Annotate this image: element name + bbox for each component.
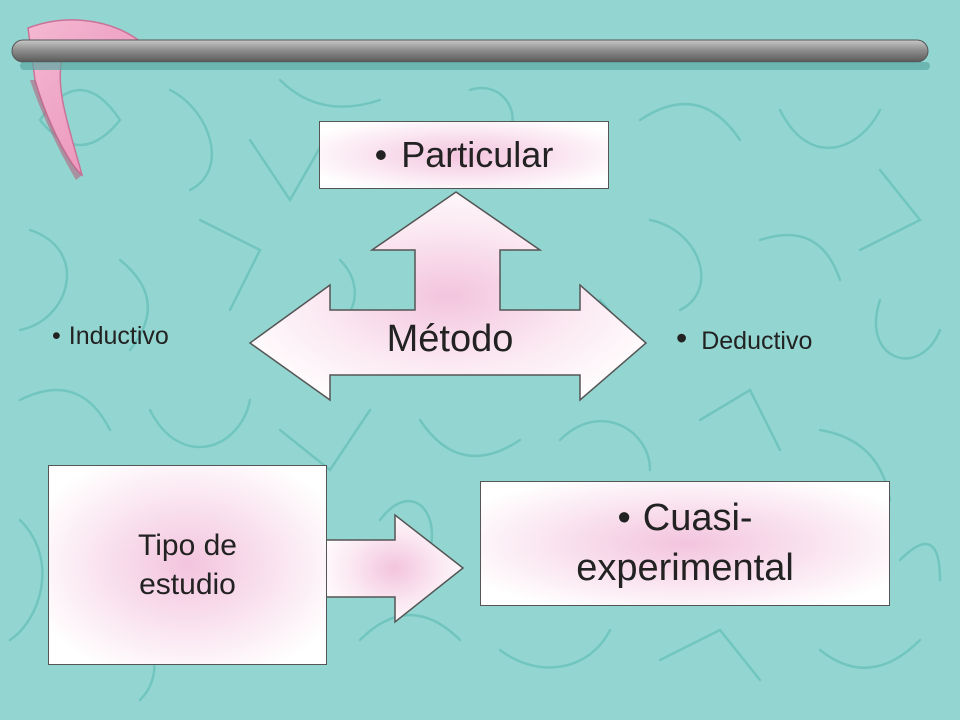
inductive-label: Inductivo [68,322,169,350]
quasi-line2: experimental [576,546,794,589]
quasi-bullet: • [617,497,631,540]
quasi-line1: • Cuasi- [617,494,752,543]
study-type-box: Tipo de estudio [48,465,327,665]
particular-label: Particular [401,134,554,175]
inductive-bullet: • [52,322,61,350]
study-type-line2: estudio [139,568,236,601]
quasi-experimental-box: • Cuasi- experimental [480,481,890,606]
method-directional-arrow [248,191,648,402]
rod-decoration [11,39,929,63]
study-type-line1: Tipo de [138,529,237,562]
particular-bullet: • [374,134,388,175]
inductive-item: •Inductivo [52,322,169,351]
study-type-arrow [325,513,465,624]
boomerang-shadow [30,80,82,180]
particular-box: • Particular [319,121,609,189]
quasi-line1-text: Cuasi- [642,497,753,540]
deductive-label: Deductivo [701,327,813,355]
deductive-bullet: • [676,320,688,356]
background-squiggle-pattern [8,78,942,702]
rod-shadow [20,62,930,70]
deductive-item: • Deductivo [676,320,812,357]
method-label: Método [386,318,514,360]
